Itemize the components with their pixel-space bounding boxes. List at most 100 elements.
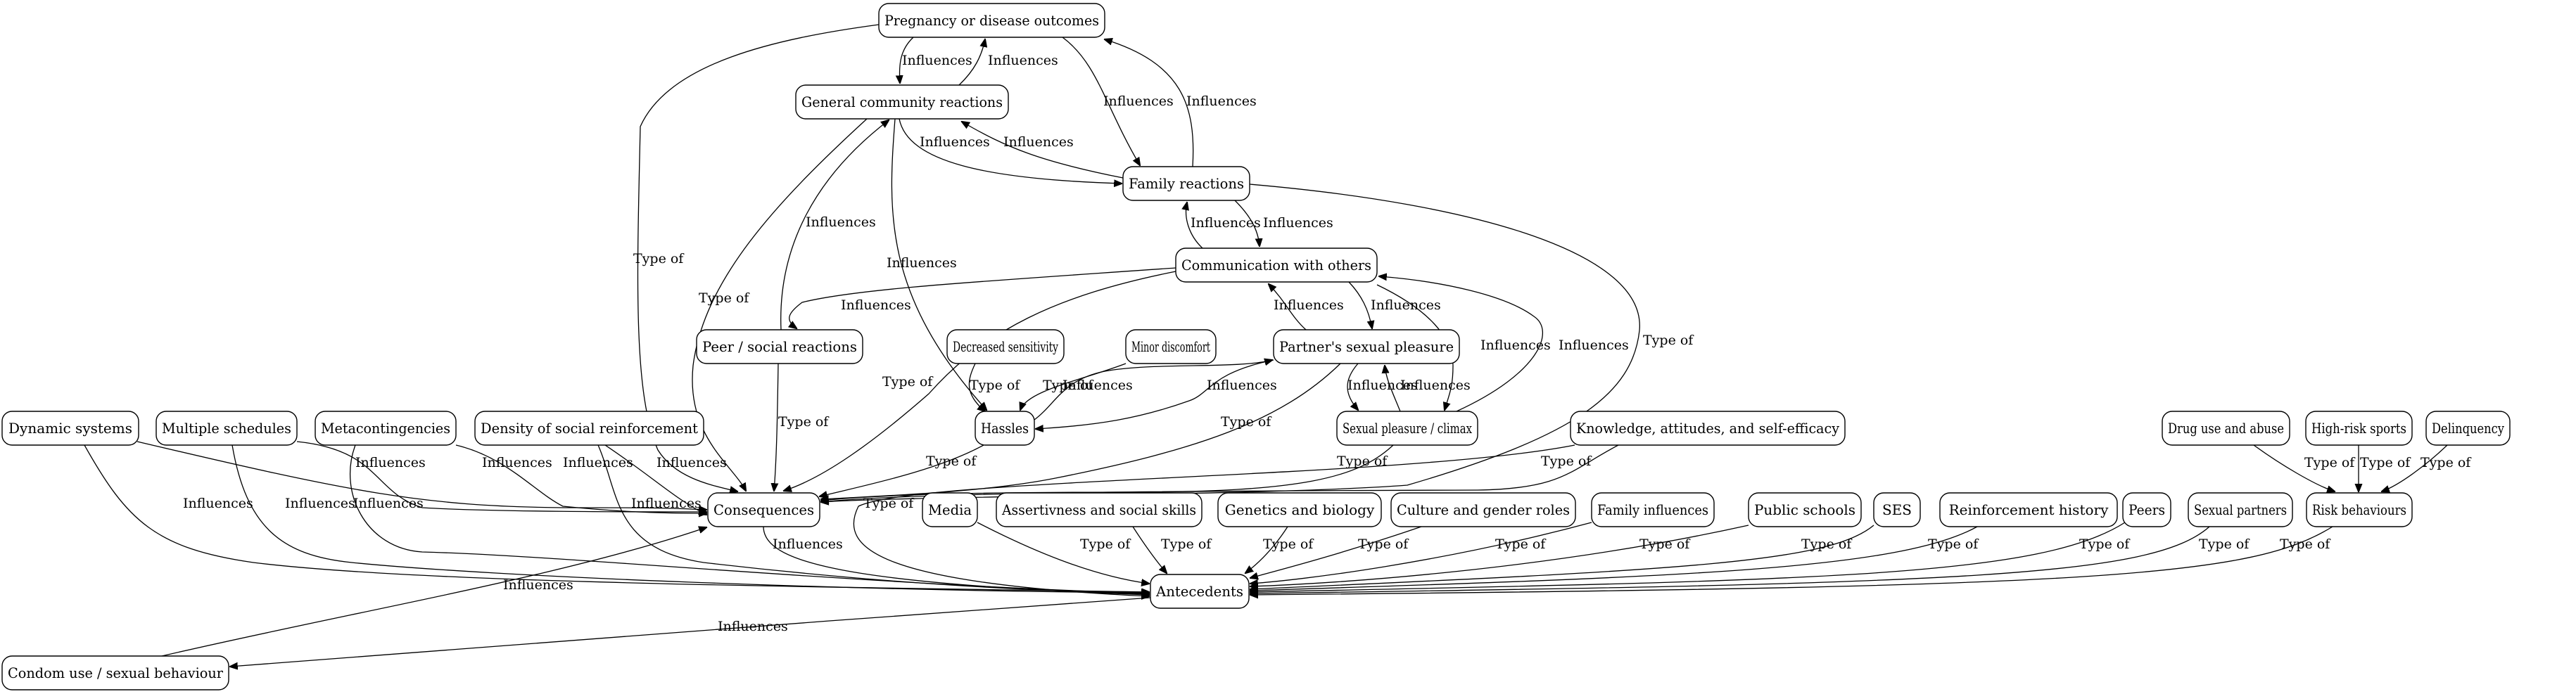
edge-label: Influences bbox=[1186, 94, 1257, 109]
node-multiple[interactable]: Multiple schedules bbox=[156, 411, 298, 446]
node-box bbox=[2425, 411, 2511, 446]
node-familyinf[interactable]: Family influences bbox=[1591, 492, 1715, 527]
node-antecedents[interactable]: Antecedents bbox=[1150, 574, 1250, 609]
node-schools[interactable]: Public schools bbox=[1748, 492, 1862, 527]
node-box bbox=[2306, 492, 2413, 527]
node-condom[interactable]: Condom use / sexual behaviour bbox=[1, 655, 229, 690]
node-risk[interactable]: Risk behaviours bbox=[2306, 492, 2413, 527]
node-label: Drug use and abuse bbox=[2168, 420, 2284, 437]
node-media[interactable]: Media bbox=[922, 492, 978, 527]
node-box bbox=[1175, 248, 1378, 283]
edge-climax-to-partner bbox=[1385, 366, 1401, 412]
edge-label: Influences bbox=[1480, 338, 1551, 353]
edge-family-to-pregnancy bbox=[1105, 39, 1194, 167]
node-knowledge[interactable]: Knowledge, attitudes, and self-efficacy bbox=[1570, 411, 1846, 446]
edge-label: Influences bbox=[631, 496, 702, 511]
edge-peer-to-consequences bbox=[774, 363, 779, 491]
edge-label: Type of bbox=[2199, 536, 2250, 552]
edge-label: Influences bbox=[353, 496, 424, 511]
node-delinq[interactable]: Delinquency bbox=[2425, 411, 2511, 446]
node-box bbox=[1, 655, 229, 690]
edge-label: Type of bbox=[1801, 536, 1853, 552]
edge-label: Influences bbox=[902, 53, 972, 68]
edge-peer-to-community bbox=[780, 120, 889, 330]
node-partner[interactable]: Partner's sexual pleasure bbox=[1273, 329, 1460, 364]
node-box bbox=[996, 492, 1203, 527]
edge-hassles-to-consequences bbox=[820, 444, 984, 496]
node-communication[interactable]: Communication with others bbox=[1175, 248, 1378, 283]
node-sports[interactable]: High-risk sports bbox=[2305, 411, 2413, 446]
node-peers[interactable]: Peers bbox=[2122, 492, 2171, 527]
node-label: Delinquency bbox=[2432, 420, 2505, 437]
node-label: Pregnancy or disease outcomes bbox=[884, 12, 1099, 29]
edge-communication-to-peer bbox=[789, 267, 1176, 328]
edge-label: Influences bbox=[1191, 215, 1261, 231]
node-box bbox=[1122, 166, 1250, 201]
node-label: Multiple schedules bbox=[162, 420, 291, 437]
edge-label: Influences bbox=[920, 134, 990, 150]
edge-hassles-to-partner bbox=[1034, 360, 1272, 420]
edge-minor-to-hassles bbox=[1020, 363, 1127, 410]
node-box bbox=[1, 411, 139, 446]
edge-assert-to-antecedents bbox=[1132, 526, 1167, 573]
node-family[interactable]: Family reactions bbox=[1122, 166, 1250, 201]
node-box bbox=[795, 84, 1009, 120]
node-label: Minor discomfort bbox=[1131, 338, 1210, 355]
node-consequences[interactable]: Consequences bbox=[707, 492, 820, 527]
edge-label: Influences bbox=[806, 214, 876, 230]
edge-label: Influences bbox=[1274, 297, 1344, 313]
edge-ses-to-antecedents bbox=[1250, 525, 1874, 589]
edge-label: Influences bbox=[656, 455, 727, 470]
node-reinf[interactable]: Reinforcement history bbox=[1939, 492, 2118, 527]
node-box bbox=[474, 411, 704, 446]
edge-label: Type of bbox=[2280, 536, 2331, 552]
edge-label: Type of bbox=[1337, 454, 1388, 469]
node-label: SES bbox=[1882, 501, 1912, 518]
edge-label: Influences bbox=[482, 455, 552, 470]
edge-communication-to-family bbox=[1186, 203, 1203, 249]
node-box bbox=[1939, 492, 2118, 527]
node-label: Peer / social reactions bbox=[702, 338, 857, 355]
edge-partner-to-communication bbox=[1269, 284, 1307, 330]
edge-meta-to-consequences bbox=[455, 444, 706, 513]
edge-label: Type of bbox=[1080, 536, 1131, 552]
node-box bbox=[707, 492, 820, 527]
edge-climax-to-communication bbox=[1379, 276, 1543, 412]
edge-partner-to-climax bbox=[1347, 363, 1358, 410]
node-culture[interactable]: Culture and gender roles bbox=[1390, 492, 1576, 527]
node-genetics[interactable]: Genetics and biology bbox=[1217, 492, 1382, 527]
node-box bbox=[946, 329, 1065, 364]
edge-label: Type of bbox=[2420, 455, 2472, 470]
node-label: Condom use / sexual behaviour bbox=[8, 664, 223, 681]
node-climax[interactable]: Sexual pleasure / climax bbox=[1336, 411, 1478, 446]
edge-decreased-to-hassles bbox=[968, 363, 985, 411]
edge-consequences-to-antecedents bbox=[763, 526, 1149, 595]
node-partners[interactable]: Sexual partners bbox=[2188, 492, 2293, 527]
edge-label: Influences bbox=[285, 496, 355, 511]
node-label: Public schools bbox=[1754, 501, 1855, 518]
edge-label: Type of bbox=[1043, 378, 1094, 393]
node-assert[interactable]: Assertivness and social skills bbox=[996, 492, 1203, 527]
node-community[interactable]: General community reactions bbox=[795, 84, 1009, 120]
edge-density-to-consequences bbox=[604, 444, 706, 515]
edge-label: Influences bbox=[1371, 297, 1441, 313]
node-dynamic[interactable]: Dynamic systems bbox=[1, 411, 139, 446]
node-pregnancy[interactable]: Pregnancy or disease outcomes bbox=[878, 3, 1105, 38]
edge-risk-to-antecedents bbox=[1250, 526, 2333, 595]
edge-label: Influences bbox=[773, 536, 843, 552]
edge-family-to-community bbox=[962, 122, 1124, 179]
node-ses[interactable]: SES bbox=[1873, 492, 1921, 527]
node-label: Media bbox=[928, 501, 972, 518]
node-hassles[interactable]: Hassles bbox=[975, 411, 1035, 446]
node-minor[interactable]: Minor discomfort bbox=[1125, 329, 1217, 364]
node-box bbox=[922, 492, 978, 527]
node-meta[interactable]: Metacontingencies bbox=[315, 411, 457, 446]
node-density[interactable]: Density of social reinforcement bbox=[474, 411, 704, 446]
node-drug[interactable]: Drug use and abuse bbox=[2162, 411, 2290, 446]
node-label: Partner's sexual pleasure bbox=[1279, 338, 1454, 355]
node-peer[interactable]: Peer / social reactions bbox=[696, 329, 863, 364]
node-decreased[interactable]: Decreased sensitivity bbox=[946, 329, 1065, 364]
edge-label: Type of bbox=[882, 374, 934, 390]
edge-label: Influences bbox=[183, 496, 253, 511]
